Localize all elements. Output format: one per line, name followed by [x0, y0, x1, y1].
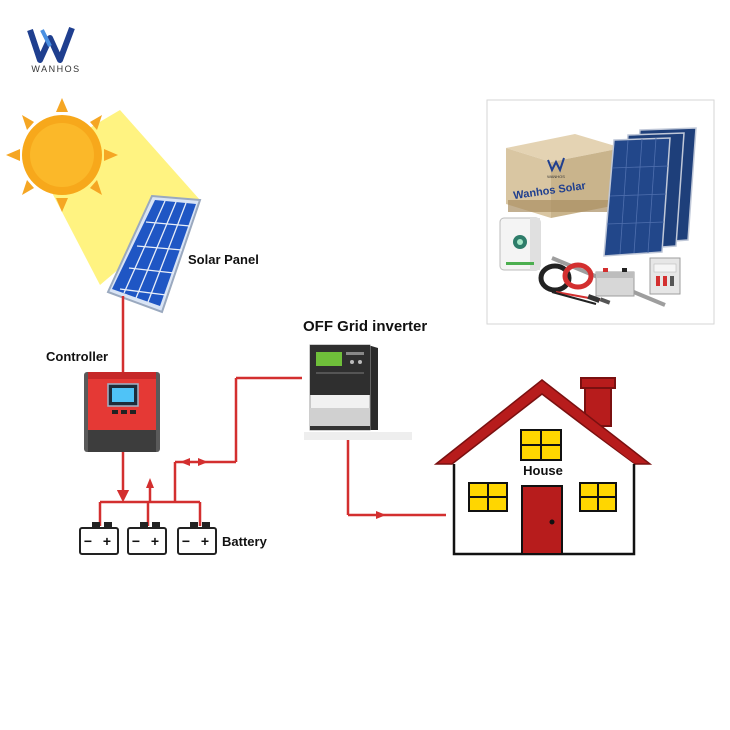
product-combiner-box: [649, 257, 681, 295]
wiring: [98, 296, 446, 526]
solar-panel-label: Solar Panel: [188, 252, 259, 267]
sun-icon: [6, 98, 118, 212]
box-logo-icon: [547, 157, 565, 173]
battery-minus: −: [84, 533, 92, 549]
battery-icon: − +: [177, 522, 217, 555]
battery-icon: − +: [127, 522, 167, 555]
box-logo-text: WANHOS: [547, 174, 565, 179]
battery-plus: +: [103, 533, 111, 549]
packing-box: WANHOS Wanhos Solar: [506, 134, 622, 218]
wire-arrows: [146, 458, 386, 519]
inverter-label: OFF Grid inverter: [303, 318, 427, 335]
battery-bank: − + − + − +: [79, 522, 217, 555]
window: [520, 429, 562, 461]
window: [468, 482, 508, 512]
controller-label: Controller: [46, 349, 108, 364]
product-inverter: [499, 217, 541, 271]
charge-controller-icon: [84, 372, 160, 452]
house-icon: [433, 377, 653, 556]
battery-plus: +: [201, 533, 209, 549]
window: [579, 482, 617, 512]
wanhos-logo-mark-icon: [27, 26, 75, 63]
wanhos-logo: WANHOS: [27, 26, 80, 74]
door: [521, 485, 563, 555]
solar-panel-icon: [106, 194, 202, 314]
battery-label: Battery: [222, 534, 268, 549]
off-grid-inverter-icon: [304, 344, 412, 440]
product-photo: WANHOS Wanhos Solar: [486, 99, 715, 325]
logo-text: WANHOS: [31, 64, 80, 74]
battery-minus: −: [182, 533, 190, 549]
product-connectors: [587, 294, 611, 305]
battery-minus: −: [132, 533, 140, 549]
product-battery: [595, 268, 635, 297]
battery-icon: − +: [79, 522, 119, 555]
battery-plus: +: [151, 533, 159, 549]
product-cables: [538, 262, 601, 305]
house-label: House: [523, 463, 563, 478]
product-panels: [603, 127, 697, 257]
